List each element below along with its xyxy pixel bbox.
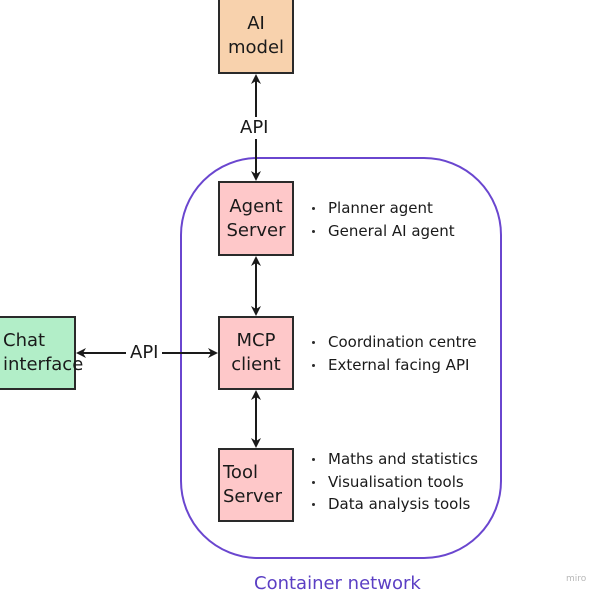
node-label-line: AI <box>247 13 265 34</box>
annotation-item: Maths and statistics <box>310 448 478 471</box>
node-label-line: client <box>231 354 281 375</box>
node-label-line: Chat <box>3 330 46 351</box>
agent-server-annotations: Planner agent General AI agent <box>310 197 455 242</box>
node-label-line: Server <box>223 486 283 507</box>
node-label-line: MCP <box>236 330 276 351</box>
container-network-label: Container network <box>254 573 421 594</box>
annotation-item: General AI agent <box>310 220 455 243</box>
annotation-item: Planner agent <box>310 197 455 220</box>
node-label-line: model <box>227 37 285 58</box>
node-mcp-client[interactable]: MCP client <box>218 316 294 390</box>
edge-label-api-top: API <box>236 117 273 139</box>
annotation-item: Visualisation tools <box>310 471 478 494</box>
annotation-item: Coordination centre <box>310 331 477 354</box>
node-label-line: Server <box>226 219 286 241</box>
mcp-client-annotations: Coordination centre External facing API <box>310 331 477 376</box>
node-agent-server[interactable]: Agent Server <box>218 181 294 256</box>
container-network-boundary <box>180 157 502 559</box>
tool-server-annotations: Maths and statistics Visualisation tools… <box>310 448 478 516</box>
node-chat-interface[interactable]: Chat interface <box>0 316 83 390</box>
node-tool-server[interactable]: Tool Server <box>218 448 294 522</box>
node-label-line: Tool <box>223 462 258 483</box>
miro-watermark: miro <box>566 574 587 584</box>
node-label-line: interface <box>3 354 84 375</box>
edge-label-api-left: API <box>126 342 163 364</box>
annotation-item: External facing API <box>310 354 477 377</box>
node-label-line: Agent <box>229 195 283 217</box>
node-ai-model[interactable]: AI model <box>218 0 294 74</box>
annotation-item: Data analysis tools <box>310 493 478 516</box>
